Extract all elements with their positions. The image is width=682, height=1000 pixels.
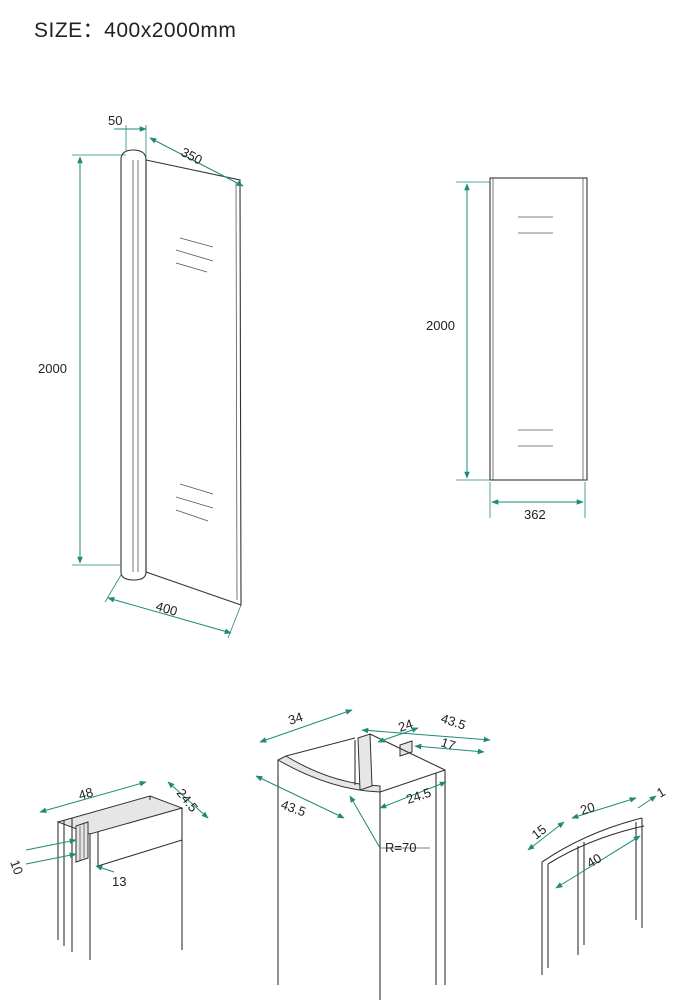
- door-handle-mark-bottom: [175, 483, 214, 522]
- curved-side-label: 24.5: [404, 785, 433, 807]
- door-bottom-width-label: 400: [154, 598, 179, 618]
- wall-inner-label: 10: [7, 858, 26, 877]
- door-glass-body: [145, 159, 242, 606]
- wall-profile-drawing: 48 24.5 10 13: [7, 781, 209, 960]
- door-top-width-label: 50: [108, 113, 122, 128]
- fixed-handle-mark-top: [518, 216, 553, 234]
- fixed-width-label: 362: [524, 507, 546, 522]
- seal-profile-drawing: 15 20 40 1: [527, 784, 668, 975]
- seal-thickness-label: 1: [654, 784, 668, 801]
- curved-radius-label: R=70: [385, 840, 416, 855]
- curved-top-right-2-label: 43.5: [439, 711, 468, 733]
- curved-top-right-1-label: 24: [396, 716, 414, 735]
- curved-top-left-label: 34: [286, 709, 304, 728]
- fixed-handle-mark-bottom: [518, 429, 553, 447]
- wall-gap-label: 13: [112, 874, 126, 889]
- door-height-label: 2000: [38, 361, 67, 376]
- wall-width-label: 48: [77, 784, 95, 802]
- fixed-panel-drawing: 2000 362: [426, 177, 588, 522]
- curved-profile-drawing: 34 24 43.5 17 24.5 43.5 R=70: [255, 709, 491, 1000]
- door-hinge-edge: [120, 149, 147, 581]
- fixed-glass-body: [489, 177, 588, 481]
- curved-top-right-3-label: 17: [439, 735, 457, 754]
- curved-bottom-left-label: 43.5: [279, 797, 308, 820]
- seal-long-label: 40: [584, 850, 604, 870]
- fixed-height-label: 2000: [426, 318, 455, 333]
- page-title: SIZE：400x2000mm: [34, 19, 237, 42]
- door-panel-drawing: 2000 50 350 400: [38, 113, 244, 639]
- wall-depth-label: 24.5: [174, 786, 201, 815]
- seal-left-label: 15: [529, 822, 550, 843]
- seal-middle-label: 20: [578, 799, 596, 818]
- door-handle-mark-top: [175, 237, 214, 273]
